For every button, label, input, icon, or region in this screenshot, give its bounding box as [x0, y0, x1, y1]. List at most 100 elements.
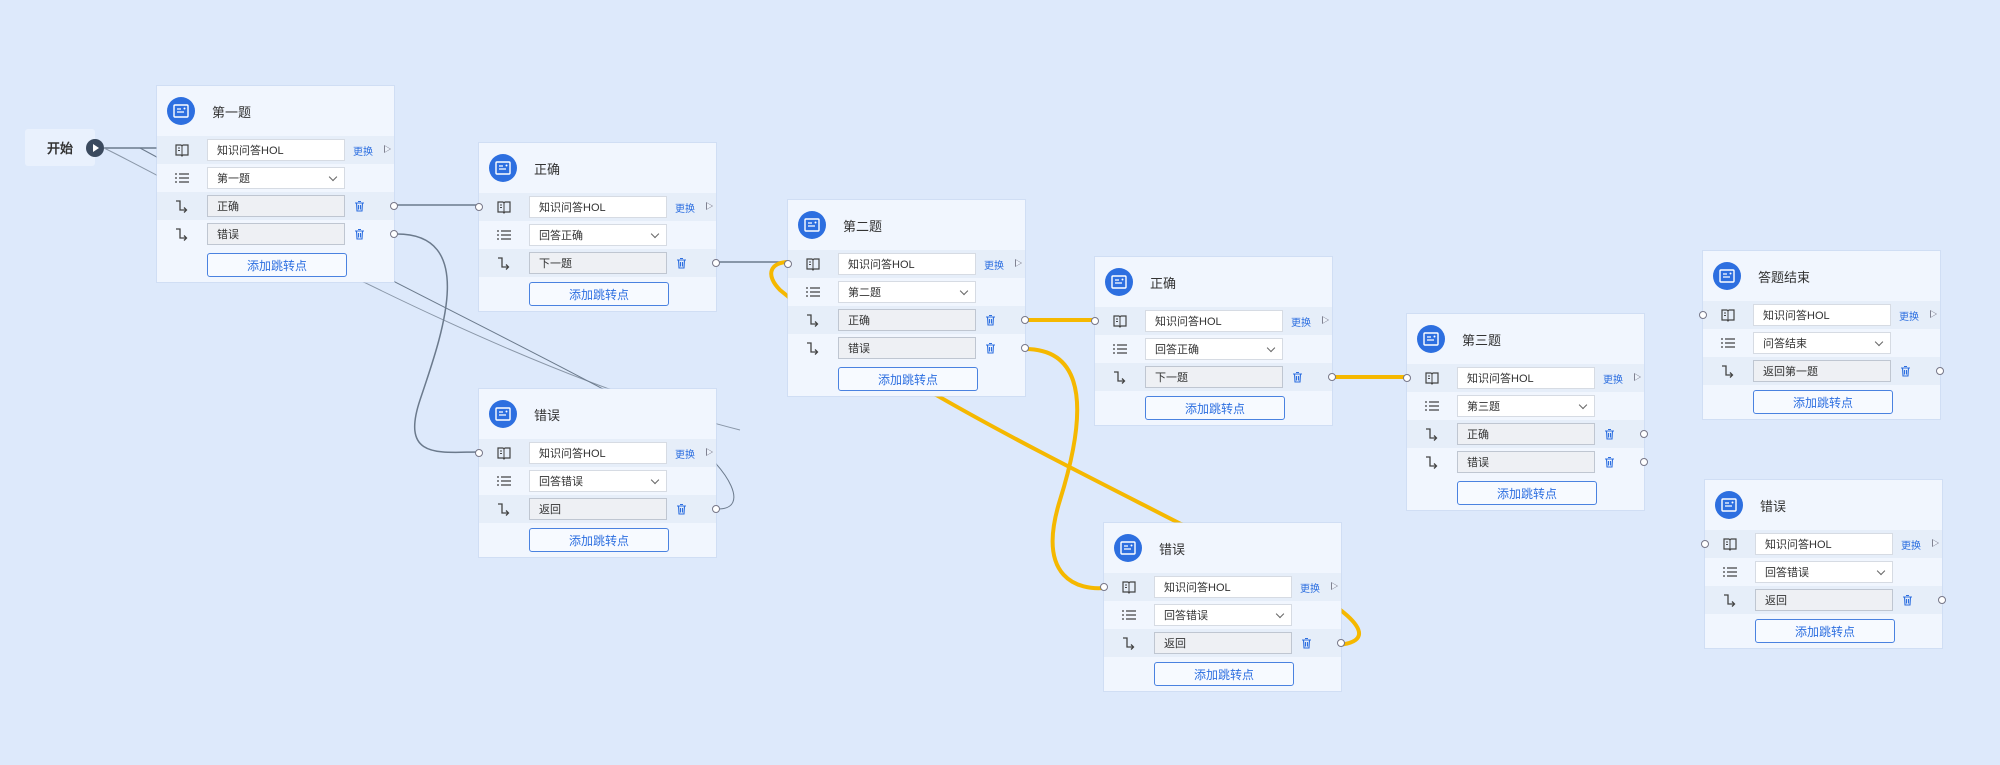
trash-icon[interactable] [985, 314, 996, 326]
add-jump-point-button[interactable]: 添加跳转点 [207, 253, 347, 277]
source-field[interactable]: 知识问答HOL [1154, 576, 1292, 598]
change-link[interactable]: 更换 [353, 146, 373, 158]
input-port[interactable] [1091, 317, 1099, 325]
add-row: 添加跳转点 [1705, 614, 1942, 648]
branch-field[interactable]: 错误 [207, 223, 345, 245]
option-select[interactable]: 回答错误 [529, 470, 667, 492]
branch-field[interactable]: 返回 [1755, 589, 1893, 611]
chevron-down-icon [328, 172, 338, 182]
branch-field[interactable]: 返回 [1154, 632, 1292, 654]
add-row: 添加跳转点 [1703, 385, 1940, 419]
change-link[interactable]: 更换 [1291, 317, 1311, 329]
branch-field[interactable]: 错误 [838, 337, 976, 359]
branch-field[interactable]: 下一题 [1145, 366, 1283, 388]
source-field[interactable]: 知识问答HOL [529, 442, 667, 464]
add-jump-point-button[interactable]: 添加跳转点 [529, 528, 669, 552]
source-field[interactable]: 知识问答HOL [1753, 304, 1891, 326]
trash-icon[interactable] [1900, 365, 1911, 377]
output-port[interactable] [712, 259, 720, 267]
source-field[interactable]: 知识问答HOL [1145, 310, 1283, 332]
option-select[interactable]: 第三题 [1457, 395, 1595, 417]
input-port[interactable] [1100, 583, 1108, 591]
option-value: 回答正确 [539, 230, 583, 242]
trash-icon[interactable] [676, 257, 687, 269]
output-arrow-icon [1930, 310, 1937, 318]
option-select[interactable]: 回答错误 [1154, 604, 1292, 626]
trash-icon[interactable] [1604, 456, 1615, 468]
output-port[interactable] [1337, 639, 1345, 647]
branch-field[interactable]: 正确 [207, 195, 345, 217]
source-field[interactable]: 知识问答HOL [1755, 533, 1893, 555]
output-port[interactable] [712, 505, 720, 513]
change-link[interactable]: 更换 [1901, 540, 1921, 552]
trash-icon[interactable] [985, 342, 996, 354]
source-field[interactable]: 知识问答HOL [1457, 367, 1595, 389]
change-link[interactable]: 更换 [1899, 311, 1919, 323]
input-port[interactable] [475, 203, 483, 211]
input-port[interactable] [475, 449, 483, 457]
output-port[interactable] [390, 230, 398, 238]
output-port[interactable] [1021, 316, 1029, 324]
add-row: 添加跳转点 [157, 248, 394, 282]
option-select[interactable]: 回答错误 [1755, 561, 1893, 583]
output-port[interactable] [390, 202, 398, 210]
source-field[interactable]: 知识问答HOL [529, 196, 667, 218]
input-port[interactable] [784, 260, 792, 268]
change-link[interactable]: 更换 [675, 449, 695, 461]
change-link[interactable]: 更换 [1603, 374, 1623, 386]
source-field[interactable]: 知识问答HOL [207, 139, 345, 161]
output-port[interactable] [1938, 596, 1946, 604]
option-select[interactable]: 第二题 [838, 281, 976, 303]
trash-icon[interactable] [676, 503, 687, 515]
add-jump-point-button[interactable]: 添加跳转点 [838, 367, 978, 391]
branch-field[interactable]: 正确 [838, 309, 976, 331]
branch-field[interactable]: 返回 [529, 498, 667, 520]
input-port[interactable] [1699, 311, 1707, 319]
output-port[interactable] [1640, 458, 1648, 466]
branch-field[interactable]: 返回第一题 [1753, 360, 1891, 382]
play-icon[interactable] [86, 139, 104, 157]
node-header: 第三题 [1407, 314, 1644, 364]
add-jump-point-button[interactable]: 添加跳转点 [1145, 396, 1285, 420]
output-port[interactable] [1936, 367, 1944, 375]
source-field[interactable]: 知识问答HOL [838, 253, 976, 275]
add-jump-point-button[interactable]: 添加跳转点 [1755, 619, 1895, 643]
branch-icon [157, 199, 207, 213]
add-jump-point-button[interactable]: 添加跳转点 [1457, 481, 1597, 505]
add-jump-point-button[interactable]: 添加跳转点 [1154, 662, 1294, 686]
trash-icon[interactable] [354, 228, 365, 240]
change-link[interactable]: 更换 [1300, 583, 1320, 595]
branch-field[interactable]: 正确 [1457, 423, 1595, 445]
trash-icon[interactable] [1301, 637, 1312, 649]
output-arrow-icon [1634, 373, 1641, 381]
option-select[interactable]: 问答结束 [1753, 332, 1891, 354]
input-port[interactable] [1701, 540, 1709, 548]
option-select[interactable]: 回答正确 [529, 224, 667, 246]
output-port[interactable] [1021, 344, 1029, 352]
change-link[interactable]: 更换 [984, 260, 1004, 272]
option-select[interactable]: 第一题 [207, 167, 345, 189]
trash-icon[interactable] [354, 200, 365, 212]
option-select[interactable]: 回答正确 [1145, 338, 1283, 360]
start-node[interactable]: 开始 [25, 129, 95, 166]
add-jump-point-button[interactable]: 添加跳转点 [1753, 390, 1893, 414]
branch-field[interactable]: 错误 [1457, 451, 1595, 473]
output-port[interactable] [1640, 430, 1648, 438]
trash-icon[interactable] [1292, 371, 1303, 383]
trash-icon[interactable] [1902, 594, 1913, 606]
input-port[interactable] [1403, 374, 1411, 382]
output-port[interactable] [1328, 373, 1336, 381]
trash-icon[interactable] [1604, 428, 1615, 440]
change-link[interactable]: 更换 [675, 203, 695, 215]
add-jump-point-button[interactable]: 添加跳转点 [529, 282, 669, 306]
branch-field[interactable]: 下一题 [529, 252, 667, 274]
